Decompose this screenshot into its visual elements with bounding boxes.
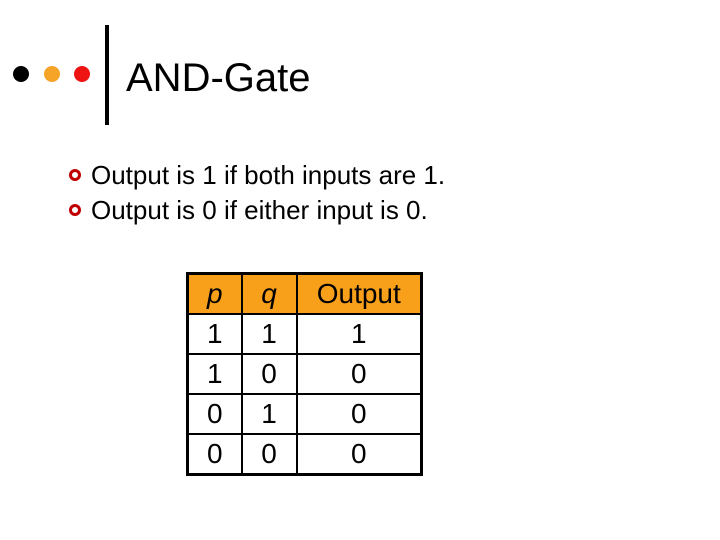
- cell-output: 0: [295, 433, 423, 476]
- decor-dot-red-icon: [74, 66, 90, 82]
- col-header-p: p: [186, 272, 243, 315]
- decor-dot-black-icon: [13, 66, 29, 82]
- cell-p: 1: [186, 353, 243, 395]
- cell-q: 0: [240, 353, 298, 395]
- bullet-text: Output is 0 if either input is 0.: [91, 194, 428, 225]
- bullet-marker-icon: [69, 204, 81, 216]
- bullet-item: Output is 0 if either input is 0.: [69, 195, 428, 225]
- cell-p: 0: [186, 393, 243, 435]
- col-header-q: q: [240, 272, 298, 315]
- bullet-marker-icon: [69, 169, 81, 181]
- table-header-row: p q Output: [186, 272, 423, 315]
- decor-vertical-bar: [105, 25, 109, 125]
- table-row: 1 0 0: [186, 353, 423, 395]
- bullet-item: Output is 1 if both inputs are 1.: [69, 160, 445, 190]
- cell-q: 0: [240, 433, 298, 476]
- cell-p: 1: [186, 313, 243, 355]
- table-row: 0 0 0: [186, 433, 423, 476]
- cell-p: 0: [186, 433, 243, 476]
- bullet-text: Output is 1 if both inputs are 1.: [91, 159, 446, 190]
- table-row: 0 1 0: [186, 393, 423, 435]
- col-header-output: Output: [295, 272, 423, 315]
- slide-title: AND-Gate: [126, 56, 311, 100]
- cell-q: 1: [240, 313, 298, 355]
- cell-output: 1: [295, 313, 423, 355]
- table-row: 1 1 1: [186, 313, 423, 355]
- truth-table: p q Output 1 1 1 1 0 0 0 1 0 0: [186, 272, 423, 476]
- cell-q: 1: [240, 393, 298, 435]
- cell-output: 0: [295, 393, 423, 435]
- decor-dot-orange-icon: [44, 66, 60, 82]
- cell-output: 0: [295, 353, 423, 395]
